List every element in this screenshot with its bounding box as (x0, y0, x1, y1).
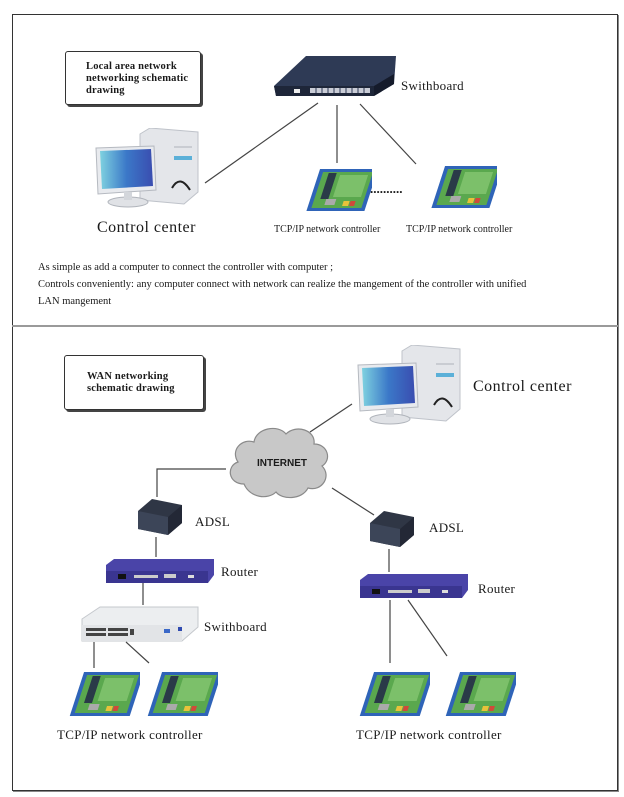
lan-controller-1-icon (306, 169, 372, 211)
lan-title-line-1: Local area network (86, 61, 177, 72)
wan-right-router-label: Router (478, 581, 516, 596)
lan-title-line-2: networking schematic (86, 73, 189, 84)
internet-label: INTERNET (257, 458, 307, 469)
lan-controller-2-icon (431, 166, 497, 208)
lan-description: As simple as add a computer to connect t… (38, 259, 598, 310)
lan-description-line-2: Controls conveniently: any computer conn… (38, 279, 527, 290)
wan-left-controller-1-icon (69, 672, 140, 716)
wan-left-controller-label: TCP/IP network controller (57, 727, 203, 742)
wan-control-center-label: Control center (473, 378, 572, 395)
lan-controller-1-label: TCP/IP network controller (274, 224, 381, 235)
lan-control-center-label: Control center (97, 219, 196, 236)
wan-left-adsl-icon (138, 499, 182, 535)
wan-link-switch-controller2-left (125, 641, 150, 664)
wan-right-router-icon (360, 574, 468, 598)
wan-computer-icon (357, 345, 461, 425)
lan-title-line-3: drawing (86, 85, 125, 96)
lan-ellipsis: .......... (370, 181, 403, 196)
wan-left-switchboard-label: Swithboard (204, 619, 267, 634)
wan-link-router-controller2-right (407, 599, 448, 657)
wan-left-router-icon (106, 559, 214, 583)
lan-description-line-1: As simple as add a computer to connect t… (38, 262, 334, 273)
lan-link-switch-controller2 (359, 103, 417, 165)
wan-right-controller-label: TCP/IP network controller (356, 727, 502, 742)
wan-right-adsl-label: ADSL (429, 520, 465, 535)
lan-title-box: Local area network networking schematic … (65, 51, 201, 105)
wan-right-controller-1-icon (359, 672, 430, 716)
wan-left-switch-icon (81, 606, 199, 642)
lan-controller-2-label: TCP/IP network controller (406, 224, 513, 235)
lan-switchboard-label: Swithboard (401, 78, 464, 93)
wan-link-cloud-pc (309, 403, 353, 433)
section-divider (12, 325, 618, 327)
wan-link-cloud-adsl-left (156, 468, 226, 497)
wan-right-controller-2-icon (445, 672, 516, 716)
lan-description-line-3: LAN mangement (38, 296, 112, 307)
wan-link-cloud-adsl-right (331, 487, 375, 516)
wan-left-router-label: Router (221, 564, 259, 579)
wan-left-adsl-label: ADSL (195, 514, 231, 529)
wan-title-line-1: WAN networking (87, 371, 169, 382)
wan-left-controller-2-icon (147, 672, 218, 716)
internet-cloud-icon (229, 427, 329, 499)
lan-link-pc-switch (204, 102, 319, 184)
wan-title-line-2: schematic drawing (87, 383, 175, 394)
lan-switch-icon (274, 56, 396, 96)
lan-computer-icon (95, 128, 199, 208)
wan-right-adsl-icon (370, 511, 414, 547)
wan-title-box: WAN networking schematic drawing (64, 355, 204, 410)
